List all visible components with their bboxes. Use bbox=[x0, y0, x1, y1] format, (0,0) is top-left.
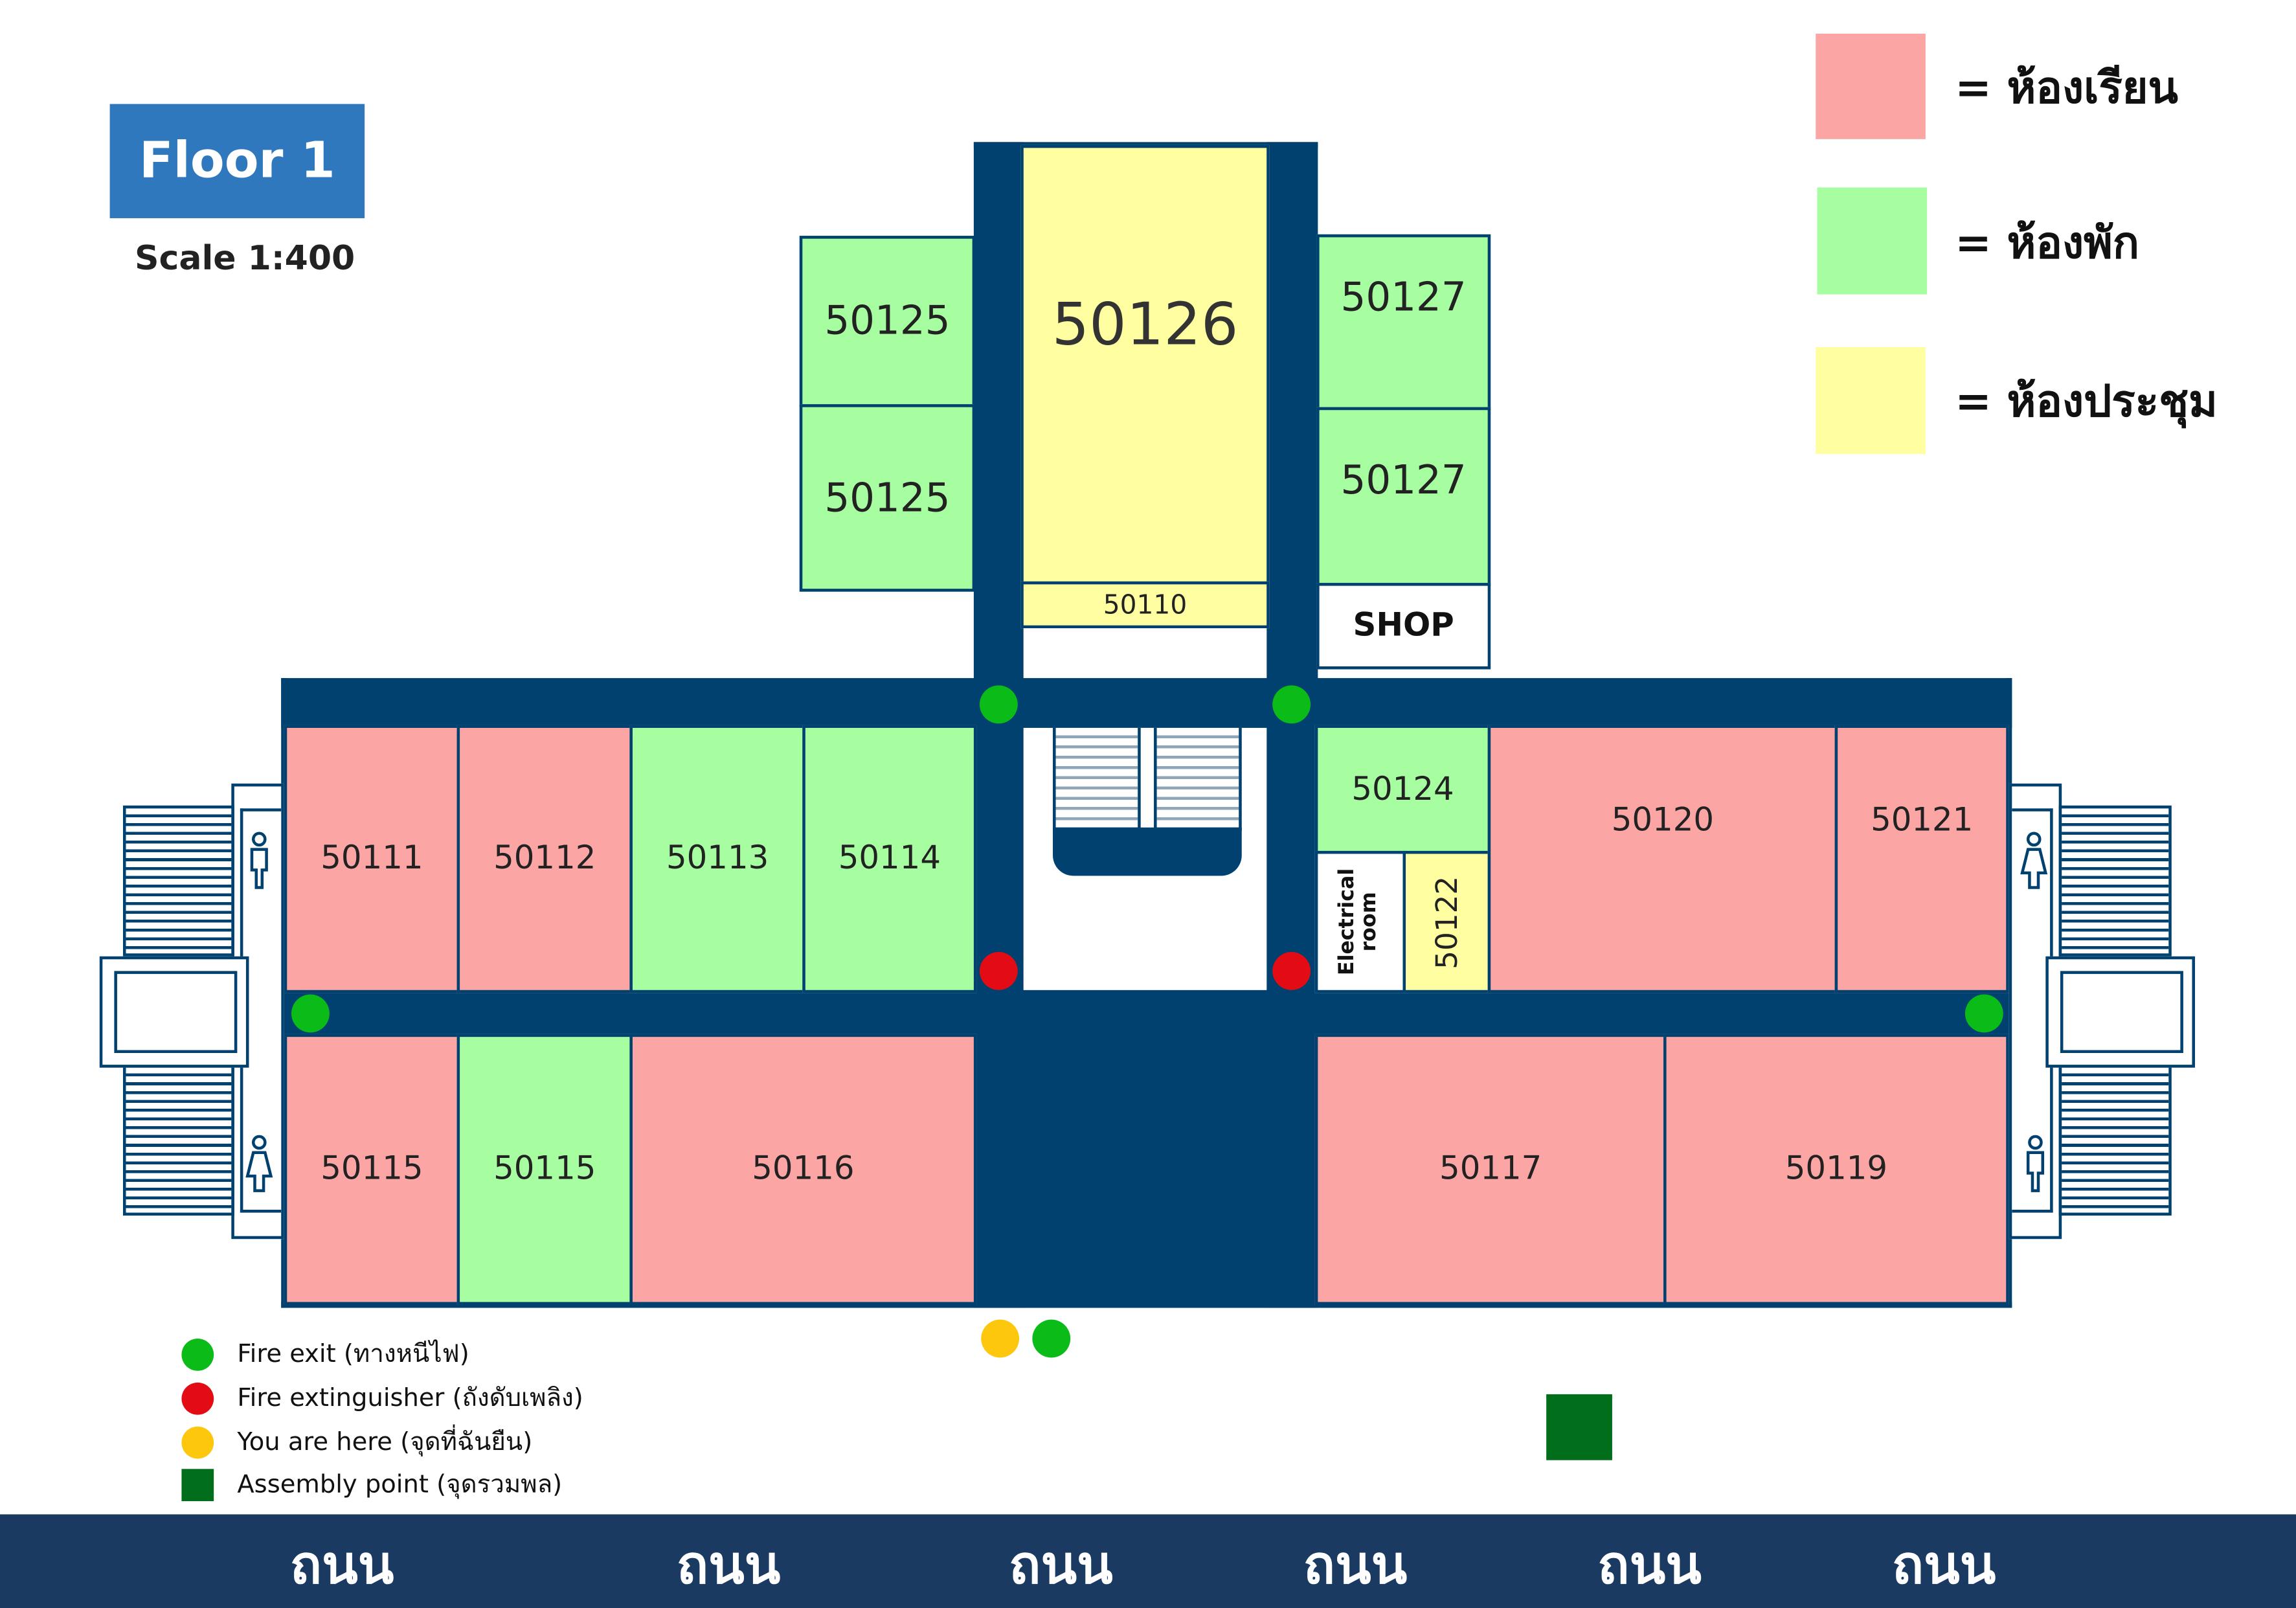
central-staircase-left[interactable] bbox=[1053, 727, 1138, 831]
legend-swatch-rest-room bbox=[1817, 187, 1928, 295]
right-landing bbox=[2045, 956, 2195, 1068]
room-label: 50125 bbox=[824, 475, 951, 521]
room-50120[interactable]: 50120 bbox=[1487, 725, 1838, 993]
electrical-room[interactable]: Electrical room bbox=[1314, 850, 1406, 993]
room-label: 50115 bbox=[493, 1151, 596, 1188]
corridor-upper-right bbox=[1266, 142, 1318, 728]
room-50127-lower[interactable]: 50127 bbox=[1316, 407, 1491, 586]
room-label: 50122 bbox=[1429, 875, 1465, 969]
room-50122[interactable]: 50122 bbox=[1402, 850, 1491, 993]
road-label: ถนน bbox=[1009, 1535, 1113, 1597]
key-label: You are here (จุดที่ฉันยืน) bbox=[237, 1427, 533, 1458]
room-label: 50110 bbox=[1103, 589, 1187, 620]
room-50115-left[interactable]: 50115 bbox=[284, 1034, 460, 1305]
room-50126[interactable]: 50126 bbox=[1020, 144, 1270, 585]
right-staircase-upper[interactable] bbox=[2058, 805, 2172, 957]
room-50111[interactable]: 50111 bbox=[284, 725, 460, 993]
room-label: 50127 bbox=[1340, 458, 1467, 504]
male-toilet-icon bbox=[250, 832, 268, 889]
room-label: 50115 bbox=[321, 1151, 423, 1188]
room-50121[interactable]: 50121 bbox=[1834, 725, 2009, 993]
fire-exit-marker[interactable] bbox=[1032, 1319, 1071, 1358]
room-label: 50113 bbox=[666, 841, 769, 878]
road-label: ถนน bbox=[289, 1535, 394, 1597]
fire-extinguisher-marker[interactable] bbox=[1272, 951, 1311, 990]
room-label: 50124 bbox=[1351, 771, 1454, 808]
room-50124[interactable]: 50124 bbox=[1314, 725, 1491, 854]
central-staircase-right[interactable] bbox=[1156, 727, 1242, 831]
fire-exit-marker[interactable] bbox=[979, 685, 1018, 724]
left-staircase-upper[interactable] bbox=[122, 805, 234, 957]
fire-exit-marker[interactable] bbox=[1964, 994, 2003, 1033]
left-landing bbox=[99, 956, 249, 1068]
key-label: Fire exit (ทางหนีไฟ) bbox=[237, 1340, 469, 1370]
shop-label: SHOP bbox=[1353, 607, 1454, 645]
building-outline-bottom bbox=[281, 1302, 2012, 1308]
scale-label: Scale 1:400 bbox=[135, 240, 355, 278]
fire-exit-marker[interactable] bbox=[291, 994, 330, 1033]
room-label: 50114 bbox=[838, 841, 941, 878]
female-toilet-icon bbox=[245, 1135, 273, 1192]
left-staircase-lower[interactable] bbox=[122, 1065, 234, 1216]
legend-label-rest-room: = ห้องพัก bbox=[1955, 218, 2139, 270]
right-staircase-lower[interactable] bbox=[2058, 1065, 2172, 1216]
room-label: 50111 bbox=[321, 841, 423, 878]
female-toilet-icon bbox=[2020, 832, 2048, 889]
central-staircase-divider bbox=[1138, 727, 1157, 831]
shop[interactable]: SHOP bbox=[1316, 583, 1491, 670]
room-50114[interactable]: 50114 bbox=[802, 725, 977, 993]
fire-extinguisher-key-icon bbox=[181, 1381, 214, 1414]
room-50127-upper[interactable]: 50127 bbox=[1316, 234, 1491, 411]
legend-label-meeting-room: = ห้องประชุม bbox=[1955, 376, 2218, 428]
key-label: Assembly point (จุดรวมพล) bbox=[237, 1470, 563, 1500]
road bbox=[0, 1514, 2296, 1608]
key-assembly-point: Assembly point (จุดรวมพล) bbox=[181, 1465, 562, 1504]
legend-swatch-meeting-room bbox=[1816, 346, 1926, 455]
legend-label-classroom: = ห้องเรียน bbox=[1955, 63, 2178, 115]
male-toilet-icon bbox=[2026, 1135, 2045, 1192]
room-50116[interactable]: 50116 bbox=[629, 1034, 977, 1305]
road-label: ถนน bbox=[1597, 1535, 1702, 1597]
corridor-top-horizontal bbox=[281, 678, 2012, 728]
assembly-point-key-icon bbox=[181, 1468, 214, 1500]
road-label: ถนน bbox=[676, 1535, 781, 1597]
road-label: ถนน bbox=[1891, 1535, 1996, 1597]
room-label: 50126 bbox=[1052, 291, 1239, 359]
room-label: 50116 bbox=[752, 1151, 855, 1188]
road-label: ถนน bbox=[1303, 1535, 1408, 1597]
floor-badge: Floor 1 bbox=[109, 104, 365, 218]
room-50110[interactable]: 50110 bbox=[1020, 581, 1270, 629]
assembly-point-marker[interactable] bbox=[1546, 1394, 1612, 1460]
corridor-upper-left bbox=[973, 142, 1024, 728]
room-label: 50112 bbox=[493, 841, 596, 878]
key-you-are-here: You are here (จุดที่ฉันยืน) bbox=[181, 1422, 532, 1462]
room-50125-lower[interactable]: 50125 bbox=[799, 404, 976, 592]
floor-label: Floor 1 bbox=[139, 131, 335, 190]
room-label: 50120 bbox=[1611, 802, 1715, 839]
fire-extinguisher-marker[interactable] bbox=[979, 951, 1018, 990]
central-staircase-landing bbox=[1053, 827, 1242, 876]
room-label: 50121 bbox=[1871, 802, 1974, 839]
room-50125-upper[interactable]: 50125 bbox=[799, 236, 976, 407]
room-50117[interactable]: 50117 bbox=[1314, 1034, 1667, 1305]
legend-swatch-classroom bbox=[1816, 34, 1926, 139]
key-label: Fire extinguisher (ถังดับเพลิง) bbox=[237, 1384, 583, 1414]
central-hall bbox=[973, 990, 1318, 1308]
electrical-room-label: Electrical room bbox=[1336, 868, 1382, 976]
room-label: 50127 bbox=[1340, 275, 1467, 321]
you-are-here-marker[interactable] bbox=[981, 1319, 1020, 1358]
room-50113[interactable]: 50113 bbox=[629, 725, 805, 993]
room-50119[interactable]: 50119 bbox=[1663, 1034, 2009, 1305]
room-label: 50119 bbox=[1784, 1151, 1888, 1188]
room-label: 50125 bbox=[824, 299, 951, 345]
room-50115-right[interactable]: 50115 bbox=[456, 1034, 633, 1305]
key-fire-exit: Fire exit (ทางหนีไฟ) bbox=[181, 1334, 469, 1374]
lobby-upper bbox=[1023, 628, 1267, 681]
fire-exit-marker[interactable] bbox=[1272, 685, 1311, 724]
fire-exit-key-icon bbox=[181, 1337, 214, 1370]
key-fire-extinguisher: Fire extinguisher (ถังดับเพลิง) bbox=[181, 1378, 583, 1418]
you-are-here-key-icon bbox=[181, 1425, 214, 1458]
room-50112[interactable]: 50112 bbox=[456, 725, 633, 993]
room-label: 50117 bbox=[1439, 1151, 1542, 1188]
